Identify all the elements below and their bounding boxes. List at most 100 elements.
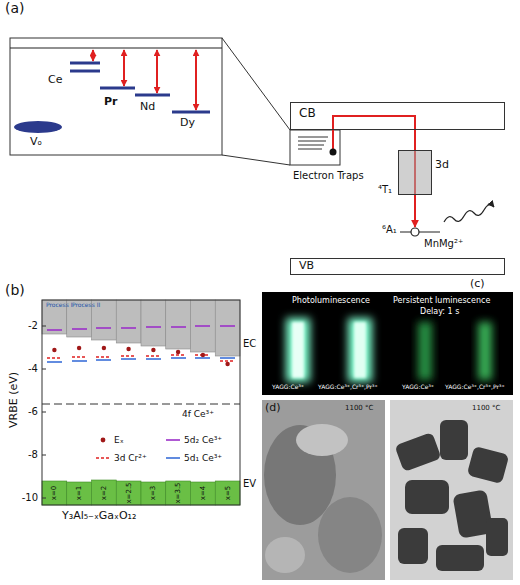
energy-level xyxy=(70,70,100,73)
energy-level xyxy=(172,111,210,114)
particle xyxy=(394,432,441,472)
sample-label: YAGG:Ce³⁺,Cr³⁺,Pr³⁺ xyxy=(318,384,378,391)
tem-image xyxy=(390,400,513,580)
composition-label: x=3.5 xyxy=(174,482,182,503)
level-mark xyxy=(47,361,62,363)
particle xyxy=(405,480,449,514)
vb-column xyxy=(67,482,92,505)
level-mark xyxy=(146,358,161,360)
level-mark xyxy=(171,357,186,359)
tick-label: -4 xyxy=(28,363,38,375)
trap-level xyxy=(298,145,324,146)
particles xyxy=(394,420,509,571)
vb-column xyxy=(215,481,240,505)
ion-label: Pr xyxy=(104,96,118,109)
vb-column xyxy=(191,482,216,505)
level-label: 4f Ce³⁺ xyxy=(182,409,214,419)
energy-level xyxy=(70,62,100,65)
level-mark xyxy=(195,325,210,327)
trap-level xyxy=(298,137,328,138)
legend-sample xyxy=(95,453,111,463)
particle-blob xyxy=(318,497,382,573)
glow-sample xyxy=(348,318,372,382)
level-mark xyxy=(121,355,136,356)
tick xyxy=(42,326,46,327)
panel-letter: (d) xyxy=(265,402,281,415)
axis-title: Y₃Al₅₋ₓGaₓO₁₂ xyxy=(62,510,136,523)
5d2-markers xyxy=(47,326,235,330)
trap-depth-arrow xyxy=(92,50,94,61)
glow-sample xyxy=(286,318,310,382)
cb-column xyxy=(116,300,141,343)
composition-label: x=1 xyxy=(75,486,83,500)
state-label: ⁴T₁ xyxy=(378,184,392,196)
composition-label: x=2.5 xyxy=(125,482,133,503)
tick xyxy=(42,455,46,456)
electron-path xyxy=(333,116,415,149)
band-label: EV xyxy=(243,478,256,490)
d-level-box: 3d xyxy=(398,150,432,195)
trap-label: Electron Traps xyxy=(293,170,364,182)
y-ticks xyxy=(42,326,46,498)
composition-label: x=4 xyxy=(199,486,207,500)
node-text: VB xyxy=(299,260,496,273)
sample-label: YAGG:Ce³⁺ xyxy=(402,384,434,391)
cr-markers xyxy=(47,355,235,361)
legend-entry: 5d₁ Ce³⁺ xyxy=(165,452,222,464)
ion-label: MnMg²⁺ xyxy=(424,238,463,250)
legend-entry: 5d₂ Ce³⁺ xyxy=(165,434,222,446)
tick xyxy=(42,498,46,499)
level-mark xyxy=(171,326,186,328)
sample-label: YAGG:Ce³⁺ xyxy=(272,384,304,391)
node-text: 3d xyxy=(435,159,449,172)
valence-band: VB xyxy=(290,258,505,275)
composition-label: x=0 xyxy=(50,486,58,500)
level-mark xyxy=(220,357,235,359)
ex-dot xyxy=(225,362,229,366)
5d1-markers xyxy=(47,358,235,362)
particle xyxy=(436,545,484,571)
band-label: EC xyxy=(243,338,256,350)
level-mark xyxy=(146,326,161,328)
particle-blob xyxy=(265,537,305,573)
legend-sample-shape xyxy=(101,438,106,443)
level-mark xyxy=(121,358,136,360)
level-mark xyxy=(96,327,111,329)
level-mark xyxy=(146,355,161,356)
panel-letter: (a) xyxy=(5,0,25,16)
axis-title: VRBE (eV) xyxy=(8,372,21,428)
cb-column xyxy=(166,300,191,349)
cb-column xyxy=(141,300,166,346)
level-mark xyxy=(220,325,235,327)
energy-level xyxy=(100,87,135,90)
legend-text: 5d₂ Ce³⁺ xyxy=(184,434,222,446)
vacancy-band xyxy=(14,121,62,133)
cb-columns xyxy=(42,300,240,356)
legend-sample xyxy=(165,435,181,445)
vb-column xyxy=(92,480,117,505)
tick-label: -2 xyxy=(28,320,38,332)
emission-wave xyxy=(444,205,494,222)
composition-label: x=2 xyxy=(100,486,108,500)
trap-depth-arrow xyxy=(123,50,125,86)
defect-label: Vₒ xyxy=(30,136,42,149)
legend-sample xyxy=(165,453,181,463)
legend-text: 3d Cr²⁺ xyxy=(114,452,147,464)
legend-sample-shape xyxy=(166,457,180,459)
tick-label: -8 xyxy=(28,449,38,461)
ion-label: Dy xyxy=(180,117,195,130)
level-mark xyxy=(220,360,235,361)
cb-column xyxy=(191,300,216,352)
level-mark xyxy=(96,359,111,361)
legend-entry: Eₓ xyxy=(95,434,124,446)
afterglow-sample xyxy=(418,322,432,380)
zoom-line xyxy=(222,155,290,165)
conduction-band: CB xyxy=(290,102,505,130)
legend-entry: 3d Cr²⁺ xyxy=(95,452,147,464)
trap-level xyxy=(298,149,322,150)
ex-dot xyxy=(126,347,130,351)
vb-column xyxy=(42,481,67,505)
process-label: Process II xyxy=(72,302,100,309)
level-mark xyxy=(72,360,87,362)
